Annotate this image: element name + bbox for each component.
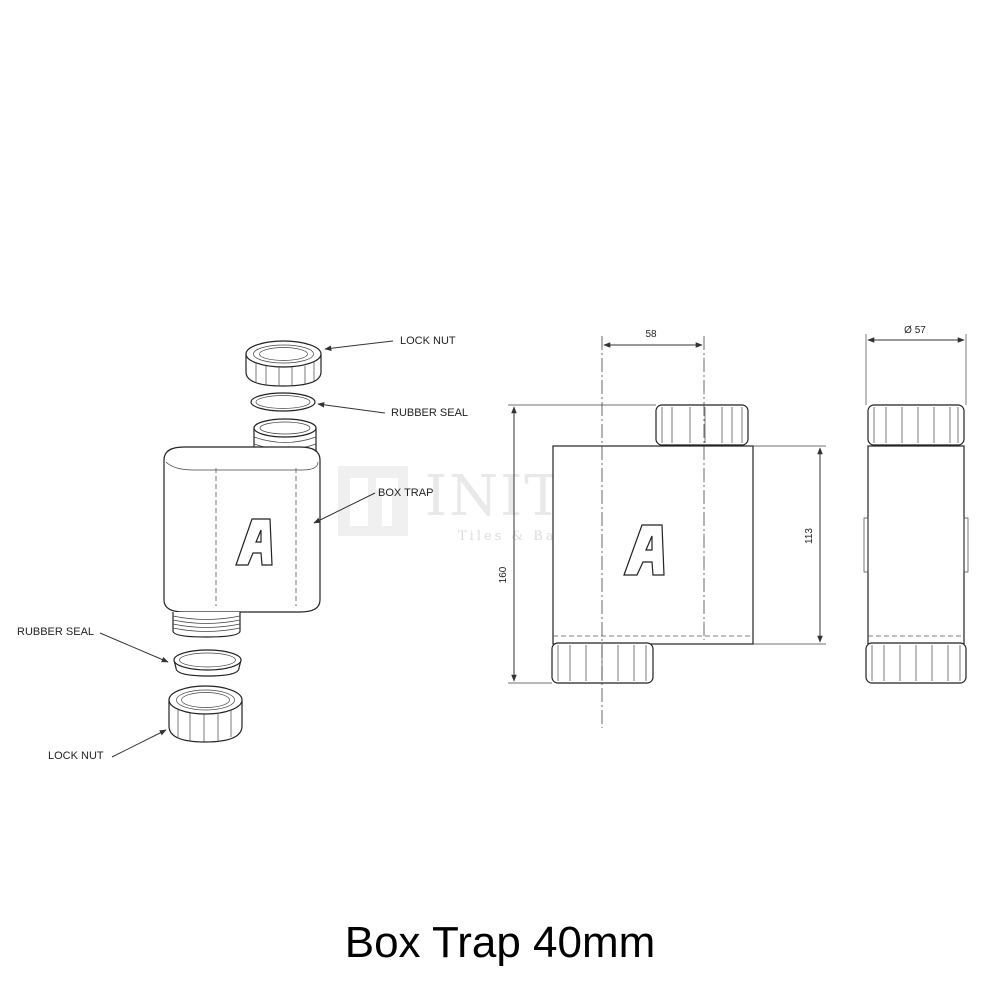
- front-view: 58 160 113: [498, 329, 826, 728]
- label-lock-nut-top: LOCK NUT: [400, 335, 456, 347]
- dimension-overall-height: 160: [498, 404, 656, 684]
- caption: Box Trap 40mm: [344, 918, 656, 967]
- dimension-diameter: Ø 57: [865, 325, 967, 405]
- box-trap-logo-icon: [235, 518, 273, 566]
- dimension-body-height: 113: [753, 445, 826, 645]
- side-body: [867, 445, 965, 645]
- dimension-overall-height-value: 160: [498, 566, 509, 583]
- dimension-width: 58: [603, 329, 703, 348]
- bottom-thread: [172, 612, 241, 638]
- front-bottom-nut: [551, 642, 654, 684]
- box-trap-body: [163, 446, 321, 613]
- bottom-lock-nut: [168, 685, 243, 743]
- label-lock-nut-bottom: LOCK NUT: [48, 750, 104, 762]
- label-box-trap: BOX TRAP: [378, 487, 433, 499]
- top-rubber-seal: [250, 392, 316, 412]
- top-lock-nut: [245, 340, 322, 387]
- label-rubber-seal-bottom: RUBBER SEAL: [17, 626, 94, 638]
- side-view: Ø 57: [863, 325, 969, 684]
- dimension-diameter-value: Ø 57: [904, 325, 926, 336]
- front-logo-icon: [623, 524, 665, 576]
- side-tabs: [863, 517, 969, 573]
- bottom-rubber-seal: [173, 649, 242, 677]
- exploded-view: LOCK NUT RUBBER SEAL BOX TRAP RUBBER SEA…: [17, 335, 468, 762]
- leader-lines: [99, 340, 394, 758]
- front-top-nut: [655, 404, 749, 446]
- dimension-width-value: 58: [645, 329, 657, 340]
- watermark-logo-icon: [338, 466, 408, 536]
- label-rubber-seal-top: RUBBER SEAL: [391, 407, 468, 419]
- dimension-body-height-value: 113: [804, 528, 815, 544]
- side-bottom-nut: [865, 642, 967, 684]
- side-top-nut: [867, 404, 965, 446]
